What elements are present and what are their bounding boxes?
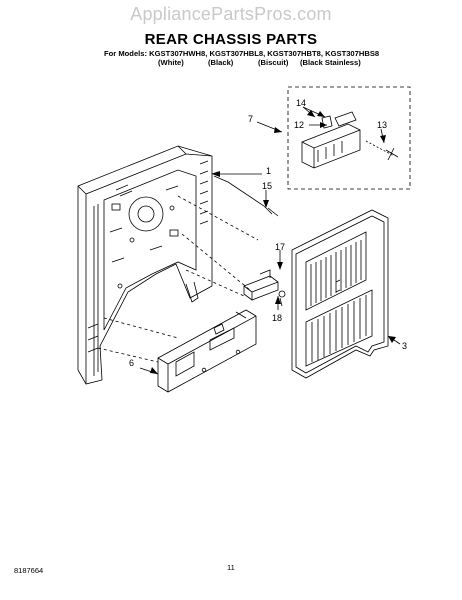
callout-17: 17 <box>275 242 285 252</box>
callout-1: 1 <box>266 166 271 176</box>
callout-13: 13 <box>377 120 387 130</box>
callout-14: 14 <box>296 98 306 108</box>
callout-6: 6 <box>129 358 134 368</box>
bracket-part <box>243 269 286 307</box>
rod-part <box>211 171 279 217</box>
finish-labels: (White) (Black) (Biscuit) (Black Stainle… <box>0 58 462 70</box>
lower-bracket <box>157 309 257 393</box>
callout-3: 3 <box>402 341 407 351</box>
document-number: 8187664 <box>14 566 44 575</box>
assembly-lines <box>97 195 259 363</box>
page-number: 11 <box>227 563 235 572</box>
callout-15: 15 <box>262 181 272 191</box>
page-title: REAR CHASSIS PARTS <box>144 31 318 48</box>
finish-black: (Black) <box>208 58 234 67</box>
finish-white: (White) <box>158 58 184 67</box>
callout-7: 7 <box>248 114 253 124</box>
finish-black-stainless: (Black Stainless) <box>300 58 361 67</box>
inset-box <box>287 86 411 190</box>
rear-panel <box>77 145 213 385</box>
access-cover <box>291 209 389 379</box>
models-line: For Models: KGST307HWH8, KGST307HBL8, KG… <box>104 49 380 58</box>
arrowheads <box>150 110 396 374</box>
finish-biscuit: (Biscuit) <box>258 58 289 67</box>
watermark: AppliancePartsPros.com <box>130 4 332 24</box>
callout-18: 18 <box>272 313 282 323</box>
callout-12: 12 <box>294 120 304 130</box>
